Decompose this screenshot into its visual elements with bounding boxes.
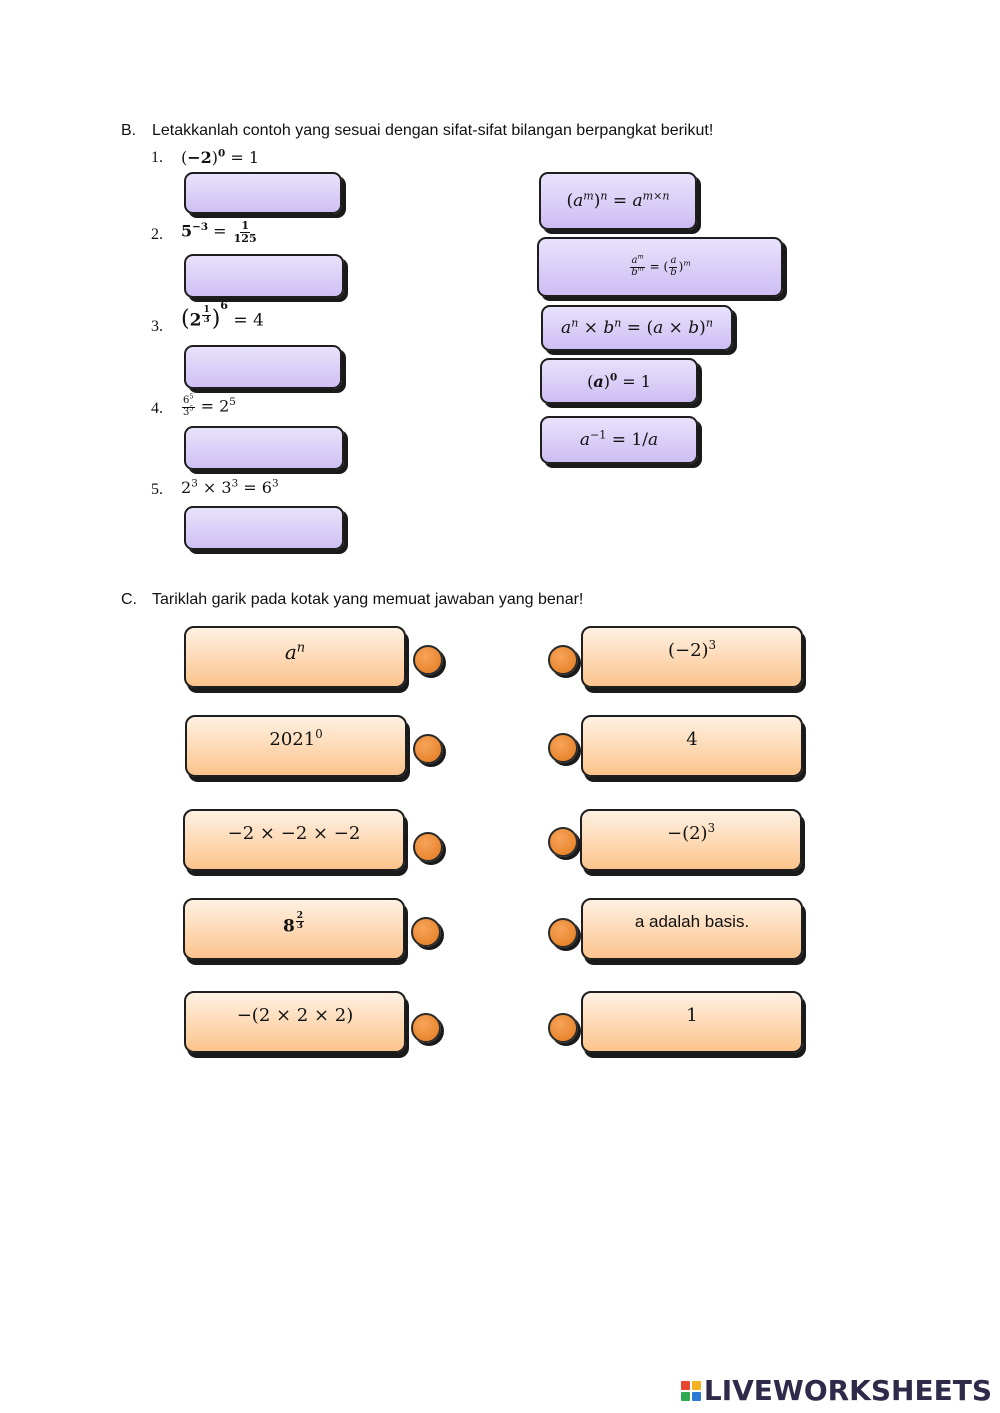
item-number-1: 1. (151, 149, 163, 166)
match-right-dot-4[interactable] (548, 918, 578, 948)
property-card-negative-power[interactable]: a−1 = 1/a (540, 416, 698, 464)
match-left-dot-5[interactable] (411, 1013, 441, 1043)
match-right-text-4: a adalah basis. (634, 912, 750, 931)
match-right-dot-3[interactable] (548, 827, 578, 857)
match-left-dot-4[interactable] (411, 917, 441, 947)
item-expression-1: (−2)0 = 1 (181, 147, 260, 167)
drop-box-3[interactable] (184, 345, 342, 389)
match-right-dot-1[interactable] (548, 645, 578, 675)
section-c-heading: C. Tariklah garik pada kotak yang memuat… (121, 591, 821, 613)
section-b-letter: B. (121, 122, 137, 139)
property-card-power-of-power[interactable]: (am)n = am×n (539, 172, 697, 230)
match-left-dot-1[interactable] (413, 645, 443, 675)
match-right-box-2: 4 (581, 715, 803, 777)
match-right-dot-2[interactable] (548, 733, 578, 763)
match-left-box-1: an (184, 626, 406, 688)
match-right-dot-5[interactable] (548, 1013, 578, 1043)
section-b-heading: B. Letakkanlah contoh yang sesuai dengan… (121, 122, 821, 144)
match-right-box-5: 1 (581, 991, 803, 1053)
drop-box-4[interactable] (184, 426, 344, 470)
item-number-2: 2. (151, 226, 163, 243)
match-left-box-5: −(2 × 2 × 2) (184, 991, 406, 1053)
drop-box-1[interactable] (184, 172, 342, 214)
section-b-instruction: Letakkanlah contoh yang sesuai dengan si… (152, 122, 714, 139)
property-card-zero-power[interactable]: (a)0 = 1 (540, 358, 698, 404)
drop-box-2[interactable] (184, 254, 344, 298)
section-c-instruction: Tariklah garik pada kotak yang memuat ja… (152, 591, 584, 608)
match-left-box-3: −2 × −2 × −2 (183, 809, 405, 871)
item-number-4: 4. (151, 400, 163, 417)
match-left-dot-2[interactable] (413, 734, 443, 764)
match-right-box-4: a adalah basis. (581, 898, 803, 960)
match-right-box-1: (−2)3 (581, 626, 803, 688)
item-number-5: 5. (151, 481, 163, 498)
match-right-text-2: 4 (686, 729, 698, 750)
logo-text: LIVEWORKSHEETS (703, 1374, 992, 1407)
match-left-dot-3[interactable] (413, 832, 443, 862)
drop-box-5[interactable] (184, 506, 344, 550)
item-number-3: 3. (151, 318, 163, 335)
section-c-letter: C. (121, 591, 137, 608)
item-expression-5: 23 × 33 = 63 (181, 477, 279, 497)
match-right-text-5: 1 (686, 1005, 698, 1026)
match-right-box-3: −(2)3 (580, 809, 802, 871)
liveworksheets-logo: LIVEWORKSHEETS (680, 1374, 992, 1407)
match-left-box-2: 20210 (185, 715, 407, 777)
property-card-product-power[interactable]: an × bn = (a × b)n (541, 305, 733, 351)
logo-mark-icon (680, 1380, 701, 1401)
